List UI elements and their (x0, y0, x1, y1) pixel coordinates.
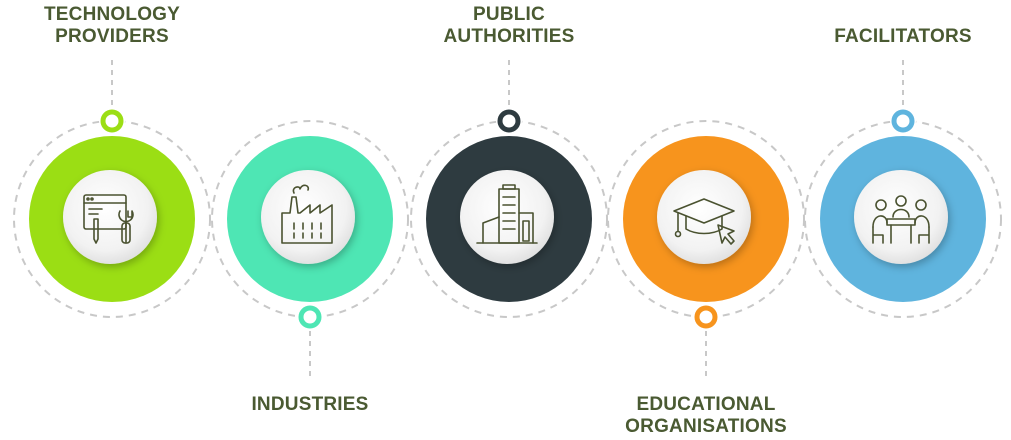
facilitators-label: FACILITATORS (803, 26, 1003, 48)
public-authorities-knob (497, 109, 521, 133)
educational-organisations-label-line-2: ORGANISATIONS (625, 416, 787, 437)
office-building-icon (476, 184, 538, 244)
educational-organisations-knob (694, 305, 718, 329)
industries-knob (298, 305, 322, 329)
facilitators-node (804, 60, 1002, 318)
facilitators-knob (891, 109, 915, 133)
technology-providers-knob (100, 109, 124, 133)
educational-organisations-inner-disc (657, 170, 751, 264)
industries-node (211, 120, 409, 378)
public-authorities-label-line-1: PUBLIC (473, 4, 545, 25)
educational-organisations-dashed-ring (607, 120, 805, 318)
technology-providers-node (13, 60, 211, 318)
educational-organisations-label-line-1: EDUCATIONAL (636, 394, 776, 415)
facilitators-label-line-1: FACILITATORS (834, 26, 972, 47)
graduation-cap-cursor-icon (673, 198, 735, 245)
industries-inner-disc (261, 170, 355, 264)
facilitators-inner-disc (854, 170, 948, 264)
public-authorities-inner-disc (460, 170, 554, 264)
technology-providers-label-line-2: PROVIDERS (55, 26, 169, 47)
meeting-table-icon (872, 195, 930, 244)
webpage-tools-icon (83, 194, 134, 244)
technology-providers-label-line-1: TECHNOLOGY (43, 4, 181, 25)
public-authorities-node (410, 60, 608, 318)
educational-organisations-node (607, 120, 805, 378)
public-authorities-label-line-2: AUTHORITIES (443, 26, 575, 47)
industries-label-line-1: INDUSTRIES (251, 394, 369, 415)
technology-providers-inner-disc (63, 170, 157, 264)
factory-icon (281, 184, 333, 244)
industries-label: INDUSTRIES (210, 394, 410, 416)
industries-dashed-ring (211, 120, 409, 318)
